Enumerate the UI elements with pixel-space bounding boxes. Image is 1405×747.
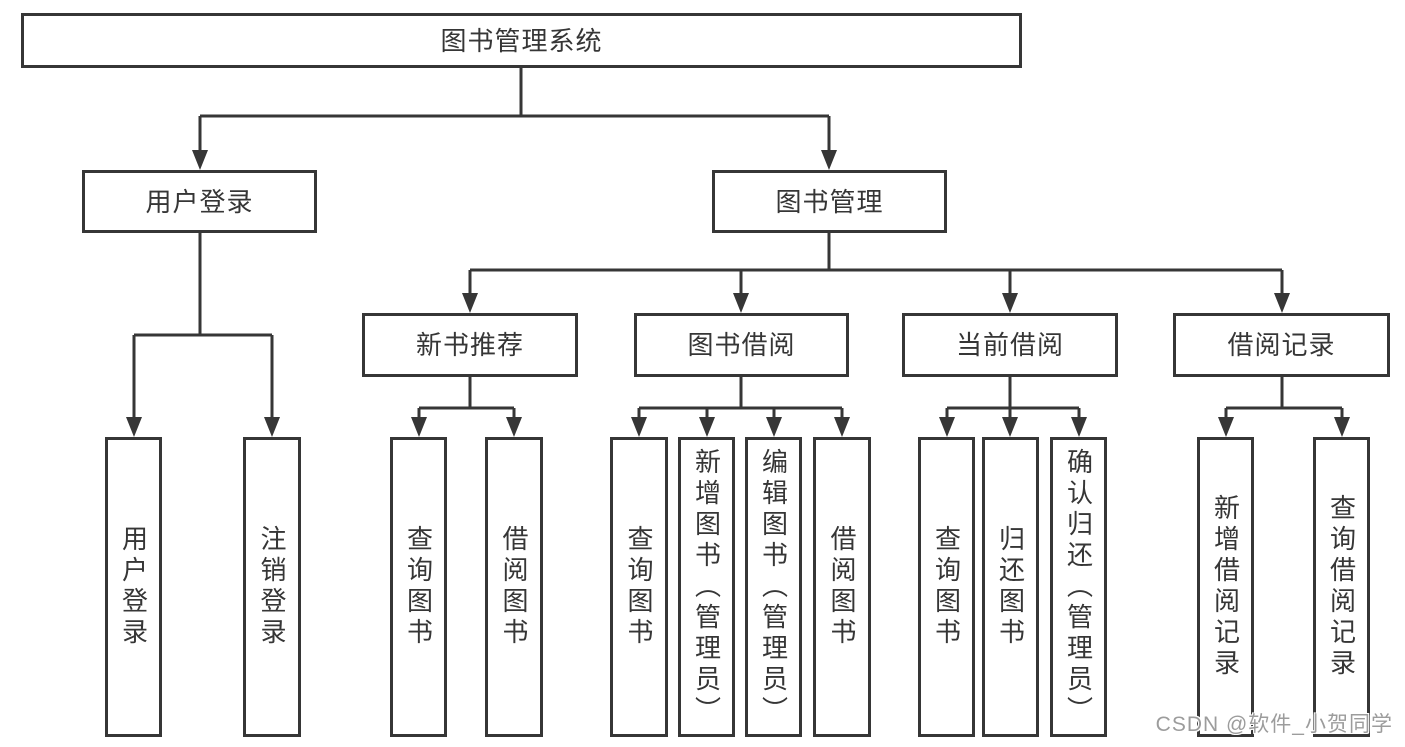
node-borrowing-records: 借阅记录 [1173,313,1390,377]
leaf-user-login: 用户登录 [105,437,162,737]
node-new-book-recommend: 新书推荐 [362,313,578,377]
edges-book-management [462,233,1290,313]
node-book-management: 图书管理 [712,170,947,233]
leaf-records-query-record: 查询借阅记录 [1313,437,1370,737]
edges-current-borrowing [939,377,1087,437]
node-book-borrowing: 图书借阅 [634,313,849,377]
leaf-recommend-query-book: 查询图书 [390,437,447,737]
node-user-login: 用户登录 [82,170,317,233]
edges-new-book-recommend [411,377,522,437]
leaf-logout: 注销登录 [243,437,301,737]
leaf-records-add-record: 新增借阅记录 [1197,437,1254,737]
leaf-borrowing-edit-book: 编辑图书（管理员） [745,437,802,737]
edges-book-borrowing [631,377,850,437]
edges-user-login [126,233,280,437]
leaf-current-query-book: 查询图书 [918,437,975,737]
leaf-borrowing-add-book: 新增图书（管理员） [678,437,735,737]
node-current-borrowing: 当前借阅 [902,313,1118,377]
watermark: CSDN @软件_小贺同学 [1155,713,1393,736]
leaf-borrowing-borrow-book: 借阅图书 [813,437,871,737]
edges-root-to-level2 [192,68,837,170]
node-root: 图书管理系统 [21,13,1022,68]
leaf-current-return-book: 归还图书 [982,437,1039,737]
edges-borrowing-records [1218,377,1350,437]
leaf-current-confirm-return: 确认归还（管理员） [1050,437,1107,737]
leaf-recommend-borrow-book: 借阅图书 [485,437,543,737]
leaf-borrowing-query-book: 查询图书 [610,437,668,737]
